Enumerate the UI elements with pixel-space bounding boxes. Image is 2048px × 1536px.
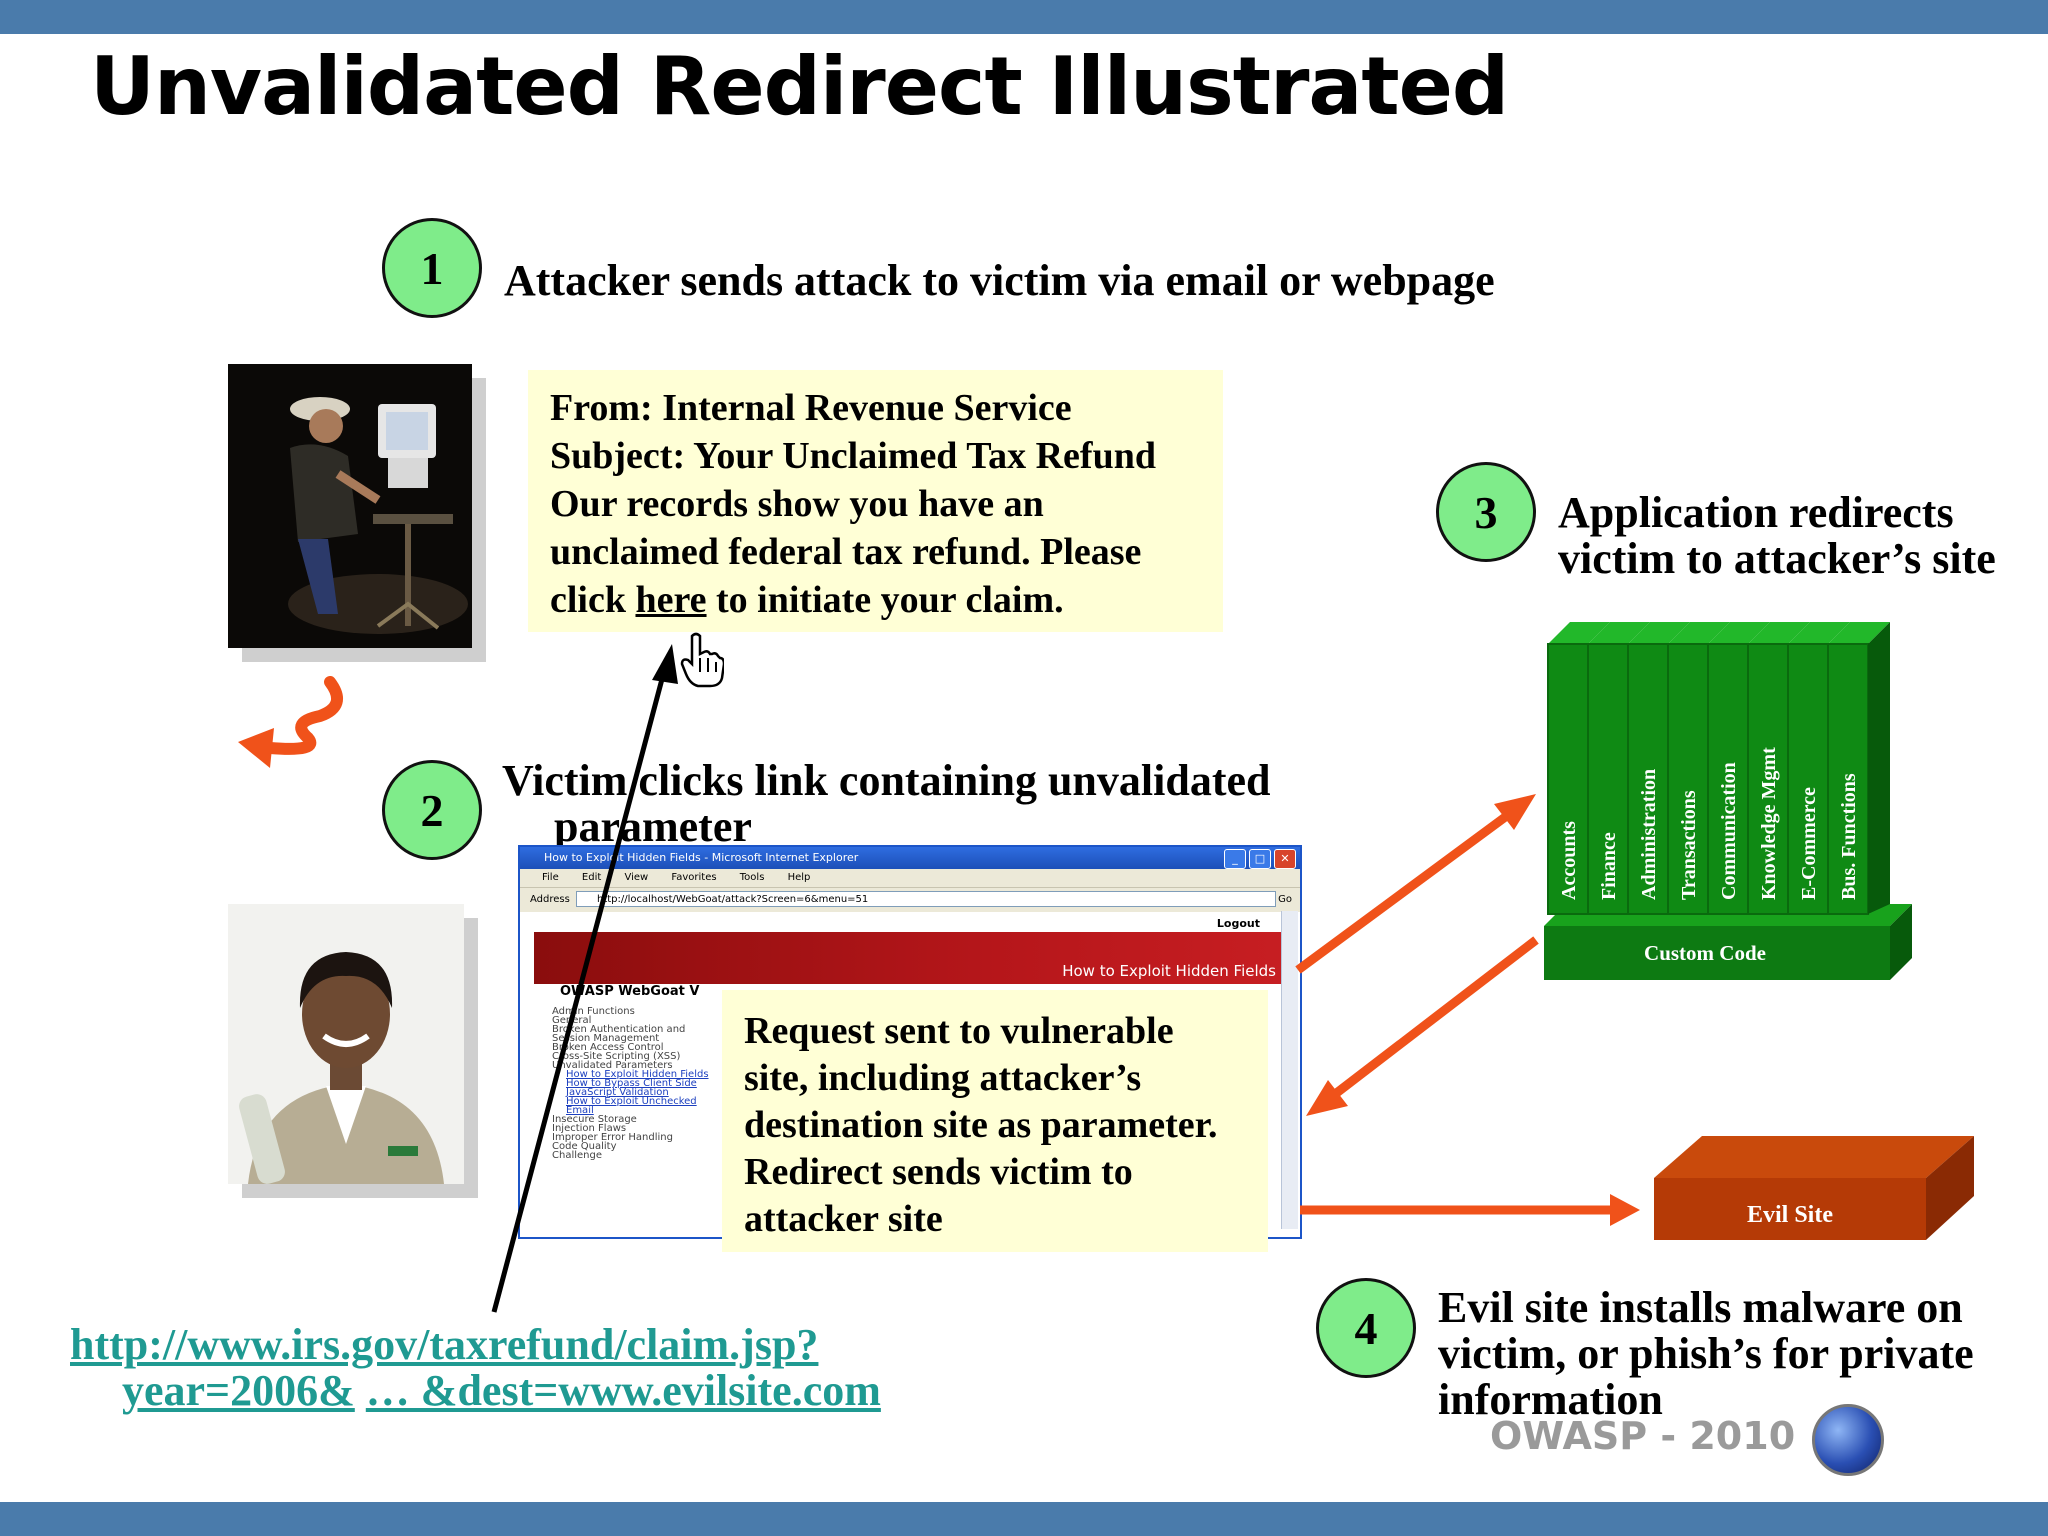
browser-title-bar: How to Exploit Hidden Fields - Microsoft… [520, 847, 1300, 869]
sidebar-link[interactable]: How to Exploit Unchecked [566, 1096, 697, 1107]
app-column-label: Bus. Functions [1838, 773, 1860, 900]
menu-favorites[interactable]: Favorites [671, 872, 717, 883]
app-column-top [1668, 622, 1730, 644]
app-column-top [1788, 622, 1850, 644]
maximize-icon[interactable]: □ [1249, 849, 1271, 869]
email-from: From: Internal Revenue Service [550, 387, 1072, 429]
email-subject: Subject: Your Unclaimed Tax Refund [550, 435, 1156, 477]
squiggle-arrow-icon [230, 676, 350, 781]
address-input[interactable]: http://localhost/WebGoat/attack?Screen=6… [576, 891, 1276, 907]
logout-link[interactable]: Logout [1216, 917, 1260, 930]
step-3-badge: 3 [1436, 462, 1536, 562]
step-3-text: Application redirects victim to attacker… [1558, 488, 1996, 583]
minimize-icon[interactable]: _ [1224, 849, 1246, 869]
malicious-link[interactable]: here [635, 579, 707, 621]
step-4-badge: 4 [1316, 1278, 1416, 1378]
evil-site-label: Evil Site [1747, 1202, 1833, 1228]
email-body-line-2: unclaimed federal tax refund. Please [550, 531, 1142, 573]
menu-view[interactable]: View [624, 872, 649, 883]
footer-label: OWASP - 2010 [1490, 1414, 1796, 1458]
app-column-label: E-Commerce [1798, 787, 1820, 900]
attacker-photo [228, 364, 472, 648]
go-button[interactable]: Go [1278, 894, 1292, 905]
app-column [1587, 643, 1629, 915]
evil-site-box: Evil Site [1648, 1130, 1978, 1244]
app-column-label: Communication [1718, 762, 1740, 900]
menu-edit[interactable]: Edit [581, 872, 602, 883]
sidebar-link[interactable]: JavaScript Validation [566, 1087, 669, 1098]
phishing-email-note: From: Internal Revenue Service Subject: … [528, 370, 1223, 632]
sidebar-link[interactable]: How to Bypass Client Side [566, 1078, 697, 1089]
app-column-top [1628, 622, 1690, 644]
app-column-label: Transactions [1678, 790, 1700, 900]
step-4-text: Evil site installs malware on victim, or… [1438, 1283, 1974, 1424]
webgoat-tab: OWASP WebGoat V [560, 984, 700, 999]
app-column-label: Administration [1638, 769, 1660, 900]
top-accent-bar [0, 0, 2048, 34]
app-column-side [1868, 622, 1890, 914]
app-column-top [1748, 622, 1810, 644]
sidebar-link[interactable]: Email [566, 1105, 594, 1116]
victim-photo [228, 904, 464, 1184]
app-column-label: Finance [1598, 832, 1620, 900]
app-column-label: Knowledge Mgmt [1758, 747, 1780, 900]
lesson-sidebar: Admin Functions General Broken Authentic… [552, 1006, 709, 1161]
email-body-line-1: Our records show you have an [550, 483, 1044, 525]
step-1-badge: 1 [382, 218, 482, 318]
sidebar-link[interactable]: How to Exploit Hidden Fields [566, 1069, 709, 1080]
custom-code-application: Accounts Finance Administration Transaction… [1540, 614, 1920, 984]
menu-file[interactable]: File [542, 872, 559, 883]
menu-help[interactable]: Help [787, 872, 811, 883]
app-column [1787, 643, 1829, 915]
webgoat-banner: How to Exploit Hidden Fields [534, 932, 1286, 984]
app-column [1827, 643, 1869, 915]
step-2-badge: 2 [382, 760, 482, 860]
hand-cursor-icon [680, 632, 726, 693]
browser-scrollbar[interactable] [1281, 911, 1298, 1229]
bottom-accent-bar [0, 1502, 2048, 1536]
app-column-top [1588, 622, 1650, 644]
app-column-top [1828, 622, 1890, 644]
app-column [1547, 643, 1589, 915]
address-bar: Address http://localhost/WebGoat/attack?… [520, 887, 1300, 912]
app-column-top [1548, 622, 1610, 644]
step-1-text: Attacker sends attack to victim via emai… [504, 256, 1495, 305]
owasp-globe-logo [1812, 1404, 1884, 1476]
app-column [1667, 643, 1709, 915]
app-column-label: Accounts [1558, 821, 1580, 900]
app-column-top [1708, 622, 1770, 644]
email-body-line-3: click here to initiate your claim. [550, 579, 1064, 621]
menu-tools[interactable]: Tools [739, 872, 765, 883]
slide-title: Unvalidated Redirect Illustrated [90, 40, 1509, 133]
app-column [1747, 643, 1789, 915]
browser-menu-bar: File Edit View Favorites Tools Help [520, 869, 1300, 887]
malicious-url[interactable]: http://www.irs.gov/taxrefund/claim.jsp? … [70, 1320, 881, 1415]
close-icon[interactable]: ✕ [1274, 849, 1296, 869]
request-note: Request sent to vulnerable site, includi… [722, 990, 1268, 1252]
custom-code-label: Custom Code [1644, 941, 1766, 965]
app-column [1707, 643, 1749, 915]
